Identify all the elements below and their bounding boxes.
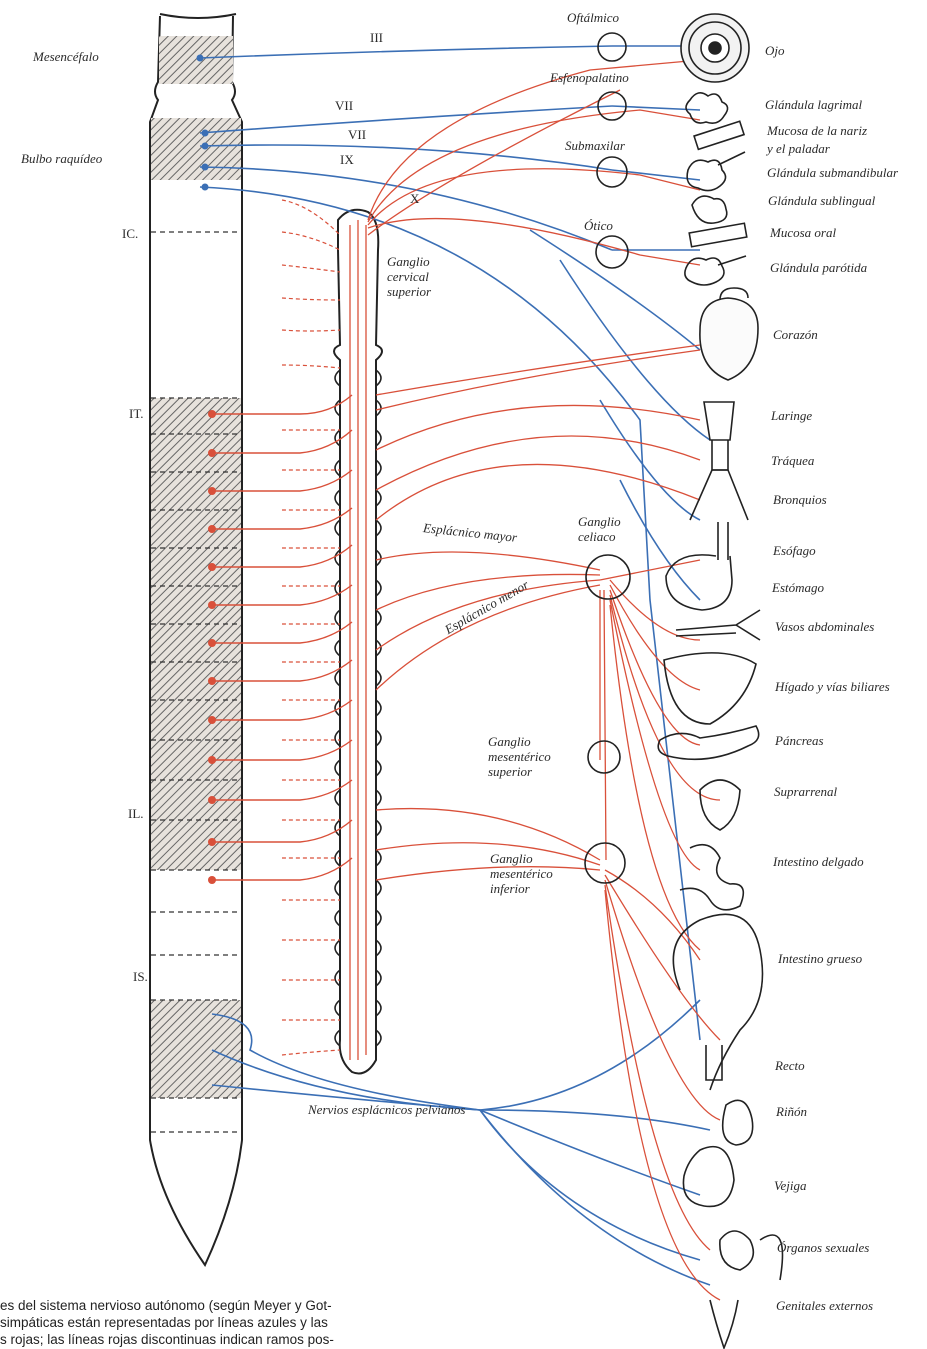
label-medulla: Bulbo raquídeo [21,151,102,166]
label-submandibular-ganglion: Submaxilar [565,138,625,153]
bronchi-icon [690,470,748,520]
label-line: cervical [387,269,431,284]
label-line: Ganglio [387,254,431,269]
submandibular-gland-icon [687,152,745,191]
label-organ-kidney: Riñón [776,1104,807,1119]
parotid-gland-icon [685,256,746,285]
label-organ-bladder: Vejiga [774,1178,807,1193]
ganglion-inferior-mesenteric [585,843,625,883]
label-organ-adrenal: Suprarrenal [774,784,837,799]
sympathetic-chain [334,210,382,1074]
label-organ-rectum: Recto [775,1058,805,1073]
label-line: Ganglio [578,514,621,529]
abdominal-vessels-icon [676,610,760,640]
label-superior-mesenteric-ganglion: Ganglio mesentérico superior [488,734,551,779]
cranial-nerve-vii-a: VII [335,98,353,114]
label-organ-sex-organs: Órganos sexuales [777,1240,869,1255]
label-organ-liver: Hígado y vías biliares [775,679,890,694]
oral-mucosa-icon [689,223,747,247]
sacral-segment [151,1000,241,1098]
label-line: mesentérico [488,749,551,764]
label-otic-ganglion: Ótico [584,218,613,233]
rectum-icon [706,1045,722,1080]
label-organ-stomach: Estómago [772,580,824,595]
caption-line: es del sistema nervioso autónomo (según … [0,1297,470,1314]
cranial-nerve-x: X [410,191,419,207]
label-ophthalmic-ganglion: Oftálmico [567,10,619,25]
label-inferior-mesenteric-ganglion: Ganglio mesentérico inferior [490,851,553,896]
caption-line: simpáticas están representadas por línea… [0,1314,470,1331]
ganglion-ophthalmic [598,33,626,61]
label-pelvic-splanchnic: Nervios esplácnicos pelvianos [308,1102,465,1117]
label-line: inferior [490,881,553,896]
label-organ-eye: Ojo [765,43,785,58]
mesencephalon-segment [159,36,233,84]
label-organ-nasal: Mucosa de la nariz [767,123,867,138]
label-pterygopalatine-ganglion: Esfenopalatino [550,70,629,85]
label-line: Ganglio [488,734,551,749]
eye-icon [681,14,749,82]
label-line: Ganglio [490,851,553,866]
level-cervical: IC. [122,226,138,242]
small-intestine-icon [680,845,743,910]
cranial-nerve-vii-b: VII [348,127,366,143]
kidney-icon [723,1100,753,1145]
external-genitalia-icon [710,1300,738,1348]
label-organ-larynx: Laringe [771,408,812,423]
ganglion-celiac [586,555,630,599]
label-organ-esophagus: Esófago [773,543,816,558]
label-organ-pancreas: Páncreas [775,733,824,748]
label-organ-parotid: Glándula parótida [770,260,867,275]
organs [658,14,782,1348]
sacral-parasympathetic-fibers [212,1000,710,1285]
label-organ-heart: Corazón [773,327,818,342]
liver-icon [664,653,756,724]
label-organ-bronchi: Bronquios [773,492,827,507]
level-sacral: IS. [133,969,148,985]
larynx-icon [704,402,734,440]
label-line: mesentérico [490,866,553,881]
bladder-icon [683,1147,734,1207]
cranial-nerve-ix: IX [340,152,354,168]
label-line: superior [488,764,551,779]
label-organ-large-intestine: Intestino grueso [778,951,862,966]
label-line: superior [387,284,431,299]
level-lumbar: IL. [128,806,144,822]
cranial-parasympathetic-fibers [200,46,710,1040]
nasal-mucosa-icon [694,121,744,149]
label-organ-submandibular: Glándula submandibular [767,165,898,180]
figure-caption: es del sistema nervioso autónomo (según … [0,1297,470,1348]
label-organ-small-intestine: Intestino delgado [773,854,864,869]
caption-line: s rojas; las líneas rojas discontinuas i… [0,1331,470,1348]
spinal-cord [150,14,242,1265]
pancreas-icon [658,726,758,759]
trachea-icon [712,440,728,470]
lacrimal-gland-icon [686,93,728,123]
label-organ-oral-mucosa: Mucosa oral [770,225,836,240]
label-organ-palate: y el paladar [767,141,830,156]
level-thoracic: IT. [129,406,144,422]
cranial-nerve-iii: III [370,30,383,46]
label-mesencephalon: Mesencéfalo [33,49,99,64]
label-organ-external-genitalia: Genitales externos [776,1298,873,1313]
esophagus-icon [718,522,728,560]
label-organ-lacrimal: Glándula lagrimal [765,97,862,112]
heart-icon [700,288,758,380]
label-organ-abdominal-vessels: Vasos abdominales [775,619,874,634]
adrenal-icon [700,780,740,830]
sex-organs-icon [720,1231,783,1280]
stomach-icon [666,555,732,610]
ganglia [585,33,630,883]
label-organ-trachea: Tráquea [771,453,814,468]
label-organ-sublingual: Glándula sublingual [768,193,875,208]
label-celiac-ganglion: Ganglio celiaco [578,514,621,544]
label-line: celiaco [578,529,621,544]
ganglion-otic [596,236,628,268]
sublingual-gland-icon [692,196,727,223]
label-superior-cervical-ganglion: Ganglio cervical superior [387,254,431,299]
thoracolumbar-segment [151,398,241,870]
postganglionic-rami [282,200,340,1055]
ganglion-superior-mesenteric [588,741,620,773]
medulla-segment [151,118,241,180]
